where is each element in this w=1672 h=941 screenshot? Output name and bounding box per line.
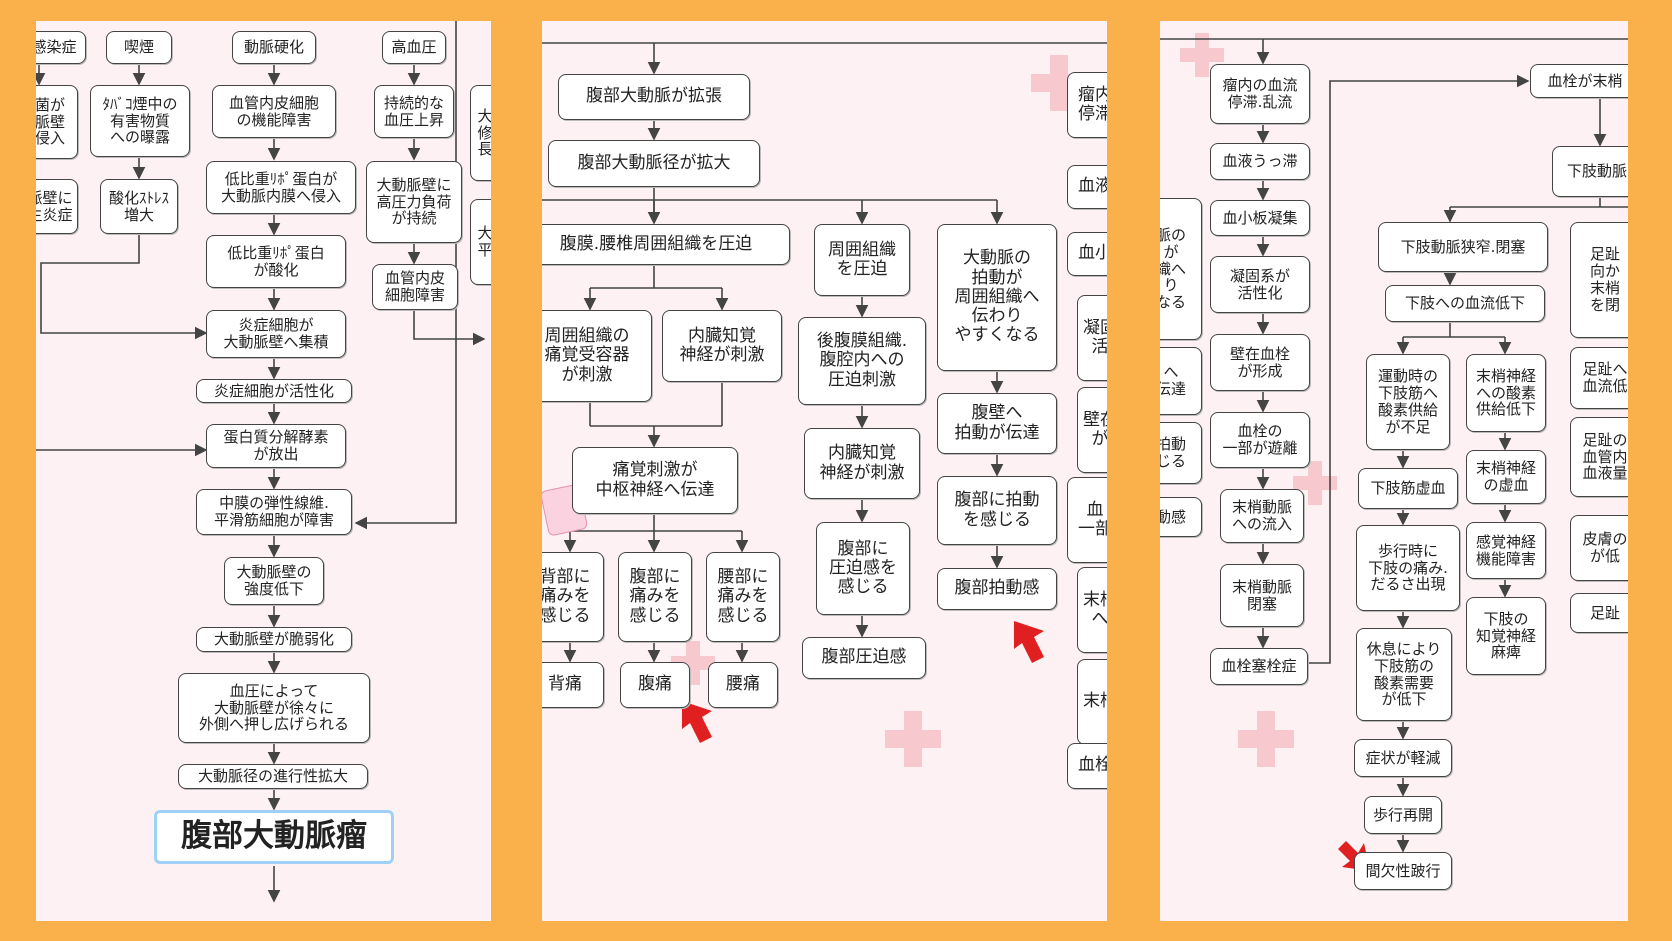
box-fukubu-hakudoukan: 腹部拍動感 bbox=[937, 568, 1057, 610]
box-right-5: 壁在 が bbox=[1077, 387, 1107, 473]
box-right-1: 瘤内 停滞 bbox=[1067, 72, 1107, 138]
box-ashiyubi-ketsuryu: 足趾へ 血流低 bbox=[1570, 347, 1628, 409]
box-left-1: 脈の が 織へ り なる bbox=[1160, 198, 1202, 340]
box-gyouko: 凝固系が 活性化 bbox=[1210, 256, 1310, 313]
box-kansen: 感染症 bbox=[36, 31, 86, 64]
panel-peripheral-embolism: 瘤内の血流 停滞.乱流 血栓が末梢 血液うっ滞 下肢動脈 脈の が 織へ り な… bbox=[1160, 21, 1628, 921]
box-kyuusoku: 休息により 下肢筋の 酸素需要 が低下 bbox=[1356, 628, 1452, 721]
box-kouketsuatsu: 高血圧 bbox=[382, 31, 446, 64]
box-kashi-kyousaku: 下肢動脈狭窄.閉塞 bbox=[1378, 222, 1548, 272]
box-tabako: ﾀﾊﾞｺ煙中の 有害物質 への曝露 bbox=[90, 85, 190, 157]
box-shoujou-keigen: 症状が軽減 bbox=[1354, 739, 1452, 777]
box-chumaku: 中膜の弾性線維. 平滑筋細胞が障害 bbox=[196, 489, 352, 535]
box-appaku-fukumaku: 腹膜.腰椎周囲組織を圧迫 bbox=[542, 224, 790, 265]
box-appakukan-kanjiru: 腹部に 圧迫感を 感じる bbox=[816, 522, 910, 615]
box-right-4: 凝固 活 bbox=[1077, 295, 1107, 381]
box-left-2: へ 伝達 bbox=[1160, 347, 1202, 415]
box-kessen-matsu: 血栓が末梢 bbox=[1530, 64, 1628, 98]
box-hokou-saikai: 歩行再開 bbox=[1364, 796, 1442, 834]
box-ashiyubi-last: 足趾 bbox=[1570, 593, 1628, 633]
box-heikatsu-right: 大 平 bbox=[470, 199, 491, 285]
box-hakudou-tsutawari: 大動脈の 拍動が 周囲組織へ 伝わり やすくなる bbox=[937, 224, 1057, 371]
box-fukutsuu: 腹痛 bbox=[620, 662, 690, 708]
box-doumyaku-kouka: 動脈硬化 bbox=[232, 31, 316, 64]
box-kanketsu: 間欠性跛行 bbox=[1354, 852, 1452, 890]
box-appaku-shui: 周囲組織 を圧迫 bbox=[814, 224, 910, 296]
box-left-4: 動感 bbox=[1160, 497, 1202, 537]
box-naihi-kinou: 血管内皮細胞 の機能障害 bbox=[212, 85, 336, 138]
box-kyoudo: 大動脈壁の 強度低下 bbox=[224, 557, 324, 605]
box-nyokokuen: 脈壁に 生炎症 bbox=[36, 179, 78, 234]
box-kei-kakudai: 腹部大動脈径が拡大 bbox=[548, 140, 760, 187]
box-fukubu-appakukan: 腹部圧迫感 bbox=[802, 637, 926, 679]
box-matsushou-sanso: 末梢神経 への酸素 供給低下 bbox=[1466, 354, 1546, 432]
box-kakuchou: 腹部大動脈が拡張 bbox=[558, 74, 750, 120]
box-matsushou-heisoku: 末梢動脈 閉塞 bbox=[1220, 564, 1304, 627]
box-undou-kyouyu: 運動時の 下肢筋へ 酸素供給 が不足 bbox=[1366, 354, 1450, 450]
box-kashikin-kyoketsu: 下肢筋虚血 bbox=[1358, 468, 1458, 509]
box-shinkou: 大動脈径の進行性拡大 bbox=[178, 764, 368, 789]
box-ashiyubi-muke: 足趾 向か 末梢 を閉 bbox=[1570, 222, 1628, 338]
box-hifu: 皮膚の が低 bbox=[1570, 515, 1628, 581]
box-seishoku-left: 大 修 長 bbox=[470, 85, 491, 181]
box-kashi-doumyaku-top: 下肢動脈 bbox=[1552, 146, 1628, 197]
box-matsushou-ryunyu: 末梢動脈 への流入 bbox=[1220, 489, 1304, 543]
box-right-2: 血液 bbox=[1067, 165, 1107, 209]
box-ryunai: 瘤内の血流 停滞.乱流 bbox=[1210, 64, 1310, 124]
box-hokou-itami: 歩行時に 下肢の痛み. だるさ出現 bbox=[1356, 525, 1460, 611]
box-naihi-shogai: 血管内皮 細胞障害 bbox=[372, 264, 458, 310]
flow-lines bbox=[1160, 33, 1628, 871]
box-ldl-sanka: 低比重ﾘﾎﾟ蛋白 が酸化 bbox=[206, 235, 346, 288]
box-kessen-yuri: 血栓の 一部が遊離 bbox=[1210, 412, 1310, 468]
box-ensho-kassei: 炎症細胞が活性化 bbox=[196, 379, 352, 403]
cross-decoration bbox=[1180, 33, 1337, 767]
box-kitsuen: 喫煙 bbox=[106, 31, 172, 64]
box-kesshouban: 血小板凝集 bbox=[1210, 200, 1310, 236]
red-arrow-markers bbox=[682, 621, 1044, 743]
box-right-9: 血栓 bbox=[1067, 743, 1107, 789]
box-kashi-chikaku: 下肢の 知覚神経 麻痺 bbox=[1466, 597, 1546, 675]
box-right-8: 末梢 bbox=[1077, 659, 1107, 745]
box-right-3: 血小 bbox=[1067, 232, 1107, 276]
box-zeijaku: 大動脈壁が脆弱化 bbox=[196, 627, 352, 652]
box-kashi-ketsuryu: 下肢への血流低下 bbox=[1385, 285, 1545, 322]
box-shui-jukaki: 周囲組織の 痛覚受容器 が刺激 bbox=[542, 310, 652, 402]
box-kouatsu-fuka: 大動脈壁に 高圧力負荷 が持続 bbox=[366, 161, 462, 243]
box-kessen-sokusen: 血栓塞栓症 bbox=[1210, 648, 1308, 685]
box-title-aaa: 腹部大動脈瘤 bbox=[154, 810, 394, 864]
box-saikin: 菌が 脈壁 侵入 bbox=[36, 85, 78, 159]
box-naizou-shinkei: 内臓知覚 神経が刺激 bbox=[662, 310, 782, 382]
box-hekizai: 壁在血栓 が形成 bbox=[1210, 334, 1310, 391]
box-fukubu-itami: 腹部に 痛みを 感じる bbox=[618, 552, 692, 642]
box-sanka-stress: 酸化ｽﾄﾚｽ 増大 bbox=[100, 179, 178, 234]
box-ensho-shuseki: 炎症細胞が 大動脈壁へ集積 bbox=[206, 310, 346, 358]
box-youtsuu: 腰痛 bbox=[708, 662, 778, 708]
box-ashiyubi-kekkan: 足趾の 血管内 血液量 bbox=[1570, 417, 1628, 497]
box-koufukumaku: 後腹膜組織. 腹腔内への 圧迫刺激 bbox=[798, 317, 926, 405]
box-right-7: 末梢 へ bbox=[1077, 567, 1107, 653]
box-matsushou-kyoketsu: 末梢神経 の虚血 bbox=[1466, 450, 1546, 504]
box-tsuukaku-chusu: 痛覚刺激が 中枢神経へ伝達 bbox=[572, 447, 738, 514]
box-hakudou-kanjiru: 腹部に拍動 を感じる bbox=[937, 476, 1057, 545]
box-seitsuu: 背痛 bbox=[542, 662, 604, 708]
box-right-6: 血 一部 bbox=[1067, 477, 1107, 563]
box-tanpaku: 蛋白質分解酵素 が放出 bbox=[206, 424, 346, 468]
box-jizoku: 持続的な 血圧上昇 bbox=[374, 85, 454, 138]
panel-abdominal-aortic-aneurysm-causes: 感染症 喫煙 動脈硬化 高血圧 菌が 脈壁 侵入 ﾀﾊﾞｺ煙中の 有害物質 への… bbox=[36, 21, 491, 921]
box-ketsueki-ukkei: 血液うっ滞 bbox=[1210, 143, 1310, 180]
box-kankaku-shinkei: 感覚神経 機能障害 bbox=[1466, 522, 1546, 579]
box-oshihiro: 血圧によって 大動脈壁が徐々に 外側へ押し広げられる bbox=[178, 673, 370, 743]
box-yobu-itami: 腰部に 痛みを 感じる bbox=[706, 552, 780, 642]
box-naizou-shinkei2: 内臓知覚 神経が刺激 bbox=[804, 428, 920, 499]
box-left-3: 拍動 じる bbox=[1160, 422, 1202, 484]
panel-aaa-symptoms: 腹部大動脈が拡張 腹部大動脈径が拡大 腹膜.腰椎周囲組織を圧迫 周囲組織 を圧迫… bbox=[542, 21, 1107, 921]
box-ldl-shinnyu: 低比重ﾘﾎﾟ蛋白が 大動脈内膜へ侵入 bbox=[206, 161, 356, 214]
box-senaka-itami: 背部に 痛みを 感じる bbox=[542, 552, 604, 642]
box-fukuheki-hakudou: 腹壁へ 拍動が伝達 bbox=[937, 393, 1057, 454]
